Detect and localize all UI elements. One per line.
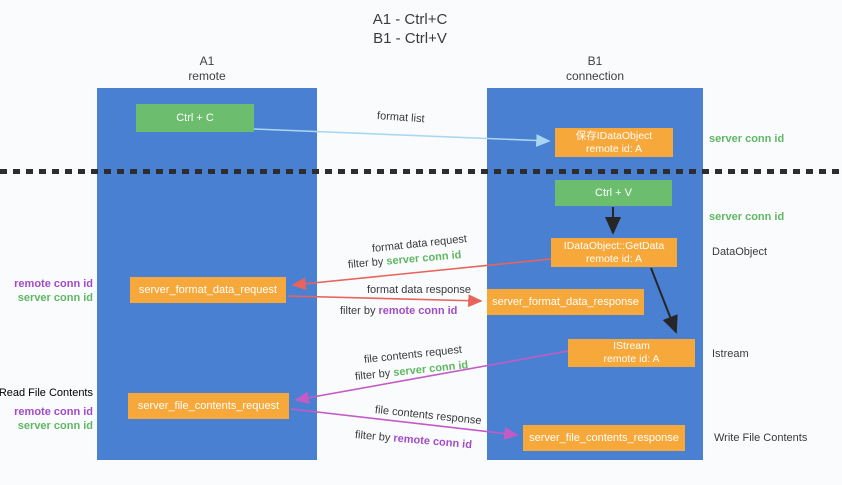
label-filter-by-remote-conn-id-2: filter by remote conn id	[354, 429, 472, 451]
node-ctrl-c: Ctrl + C	[136, 104, 254, 132]
right-label-server-conn-id-mid: server conn id	[709, 211, 785, 223]
node-file-request-label: server_file_contents_request	[137, 399, 280, 412]
left-conn-id-stack-1: remote conn id server conn id	[14, 278, 93, 305]
node-server-file-contents-request: server_file_contents_request	[128, 393, 289, 419]
left-server-conn-id-2: server conn id	[17, 419, 93, 432]
label-format-data-response: format data response	[367, 284, 471, 296]
node-istream-line2: remote id: A	[603, 353, 660, 365]
left-server-conn-id-1: server conn id	[17, 291, 93, 304]
right-label-istream: Istream	[712, 348, 749, 360]
label-file-contents-response: file contents response	[374, 404, 483, 428]
left-remote-conn-id-2: remote conn id	[14, 406, 93, 418]
node-istream: IStream remote id: A	[568, 339, 695, 367]
filter-by-text: filter by	[354, 367, 391, 383]
node-server-file-contents-response: server_file_contents_response	[523, 425, 685, 451]
node-ctrl-c-label: Ctrl + C	[176, 111, 214, 124]
label-format-list: format list	[376, 110, 425, 126]
left-column-name: A1	[199, 54, 215, 68]
node-format-request-label: server_format_data_request	[138, 283, 278, 296]
diagram-title: A1 - Ctrl+C B1 - Ctrl+V	[0, 10, 820, 48]
filter-by-text: filter by	[347, 255, 384, 271]
filter-by-text: filter by	[340, 305, 376, 317]
filter-by-text: filter by	[354, 429, 391, 445]
node-ctrl-v-label: Ctrl + V	[595, 186, 632, 199]
node-format-response-label: server_format_data_response	[492, 295, 639, 308]
node-save-dataobject: 保存IDataObject remote id: A	[555, 128, 673, 157]
title-line-2: B1 - Ctrl+V	[373, 30, 447, 47]
right-label-dataobject: DataObject	[712, 246, 768, 258]
left-label-read-file-contents: Read File Contents	[0, 387, 93, 399]
server-conn-id-text: server conn id	[392, 359, 469, 379]
node-getdata-line2: remote id: A	[585, 252, 643, 265]
left-column-subtitle: remote	[188, 69, 226, 83]
dotted-separator-line	[0, 169, 842, 174]
node-save-dataobject-line2: remote id: A	[585, 142, 643, 155]
label-filter-by-remote-conn-id-1: filter by remote conn id	[340, 305, 457, 317]
right-label-write-file-contents: Write File Contents	[714, 432, 808, 444]
node-istream-line1: IStream	[613, 340, 650, 352]
title-line-1: A1 - Ctrl+C	[372, 11, 448, 28]
right-column-subtitle: connection	[565, 69, 625, 83]
node-save-dataobject-line1: 保存IDataObject	[575, 129, 653, 142]
right-column-name: B1	[587, 54, 603, 68]
remote-conn-id-text: remote conn id	[392, 432, 473, 452]
node-ctrl-v: Ctrl + V	[555, 180, 672, 206]
right-label-server-conn-id-top: server conn id	[709, 133, 785, 145]
left-remote-conn-id-1: remote conn id	[14, 278, 93, 290]
left-conn-id-stack-2: remote conn id server conn id	[14, 406, 93, 433]
node-getdata-line1: IDataObject::GetData	[563, 239, 665, 252]
node-file-response-label: server_file_contents_response	[529, 431, 679, 444]
node-server-format-data-response: server_format_data_response	[487, 289, 644, 315]
right-column-header: B1 connection	[487, 54, 703, 84]
node-server-format-data-request: server_format_data_request	[130, 277, 286, 303]
remote-conn-id-text: remote conn id	[378, 305, 458, 317]
node-idataobject-getdata: IDataObject::GetData remote id: A	[551, 238, 677, 267]
label-filter-by-server-conn-id-1: filter by server conn id	[347, 249, 461, 271]
left-column-header: A1 remote	[97, 54, 317, 84]
